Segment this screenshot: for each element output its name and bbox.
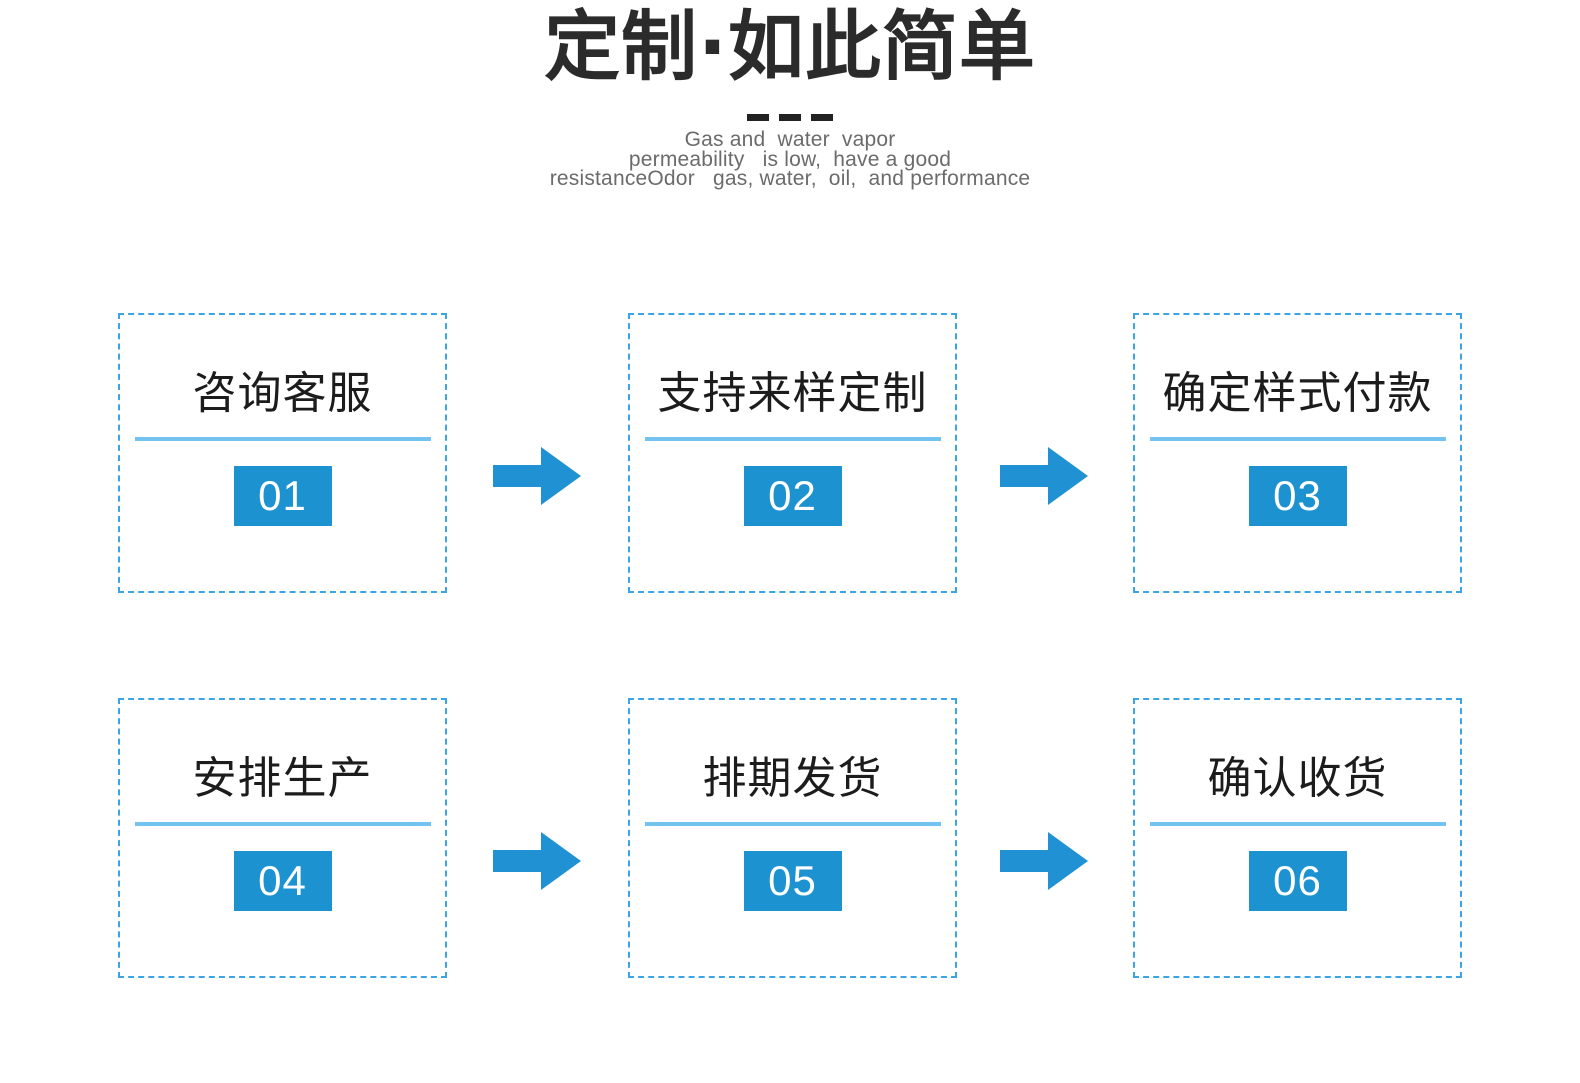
arrow-right-icon <box>493 830 581 892</box>
arrow-right-icon <box>1000 830 1088 892</box>
process-flow: 咨询客服 01 支持来样定制 02 确定样式付款 <box>0 313 1580 1083</box>
step-card-content: 确定样式付款 03 <box>1135 365 1460 526</box>
step-card-02[interactable]: 支持来样定制 02 <box>628 313 957 593</box>
step-title: 确定样式付款 <box>1162 368 1433 419</box>
step-card-content: 确认收货 06 <box>1135 750 1460 911</box>
page-title: 定制·如此简单 <box>544 2 1036 91</box>
step-number-badge: 04 <box>233 851 332 911</box>
subtitle-line-3: resistanceOdor gas, water, oil, and perf… <box>549 167 1031 190</box>
step-number-badge: 06 <box>1248 851 1347 911</box>
step-title: 排期发货 <box>702 753 883 804</box>
step-number-badge: 01 <box>233 466 332 526</box>
step-card-06[interactable]: 确认收货 06 <box>1133 698 1462 978</box>
step-card-content: 咨询客服 01 <box>120 365 445 526</box>
subtitle-line-2: permeability is low, have a good <box>628 147 952 171</box>
step-card-01[interactable]: 咨询客服 01 <box>118 313 447 593</box>
step-title: 支持来样定制 <box>657 368 928 419</box>
step-card-content: 排期发货 05 <box>630 750 955 911</box>
process-flow-row: 咨询客服 01 支持来样定制 02 确定样式付款 <box>0 313 1580 593</box>
page-header: 定制·如此简单 Gas and water vapor permeability… <box>0 0 1580 189</box>
arrow-right-icon <box>1000 445 1088 507</box>
step-number-badge: 02 <box>743 466 842 526</box>
step-title: 确认收货 <box>1207 753 1388 804</box>
step-divider-rule <box>1149 437 1446 441</box>
step-title: 咨询客服 <box>192 368 373 419</box>
step-title: 安排生产 <box>192 753 373 804</box>
step-card-content: 支持来样定制 02 <box>630 365 955 526</box>
page-subtitle: Gas and water vapor permeability is low,… <box>290 128 1290 190</box>
subtitle-line-1: Gas and water vapor <box>684 128 896 151</box>
step-card-05[interactable]: 排期发货 05 <box>628 698 957 978</box>
step-divider-rule <box>1149 822 1446 826</box>
step-divider-rule <box>644 822 941 826</box>
step-card-content: 安排生产 04 <box>120 750 445 911</box>
three-dashes-divider-icon <box>747 106 833 128</box>
divider-dash <box>811 113 833 121</box>
divider-dash <box>747 113 769 121</box>
step-card-03[interactable]: 确定样式付款 03 <box>1133 313 1462 593</box>
arrow-right-icon <box>493 445 581 507</box>
divider-dash <box>779 113 801 121</box>
step-divider-rule <box>644 437 941 441</box>
step-number-badge: 05 <box>743 851 842 911</box>
step-divider-rule <box>134 437 431 441</box>
step-number-badge: 03 <box>1248 466 1347 526</box>
process-flow-row: 安排生产 04 排期发货 05 确认收货 <box>0 698 1580 978</box>
step-divider-rule <box>134 822 431 826</box>
step-card-04[interactable]: 安排生产 04 <box>118 698 447 978</box>
